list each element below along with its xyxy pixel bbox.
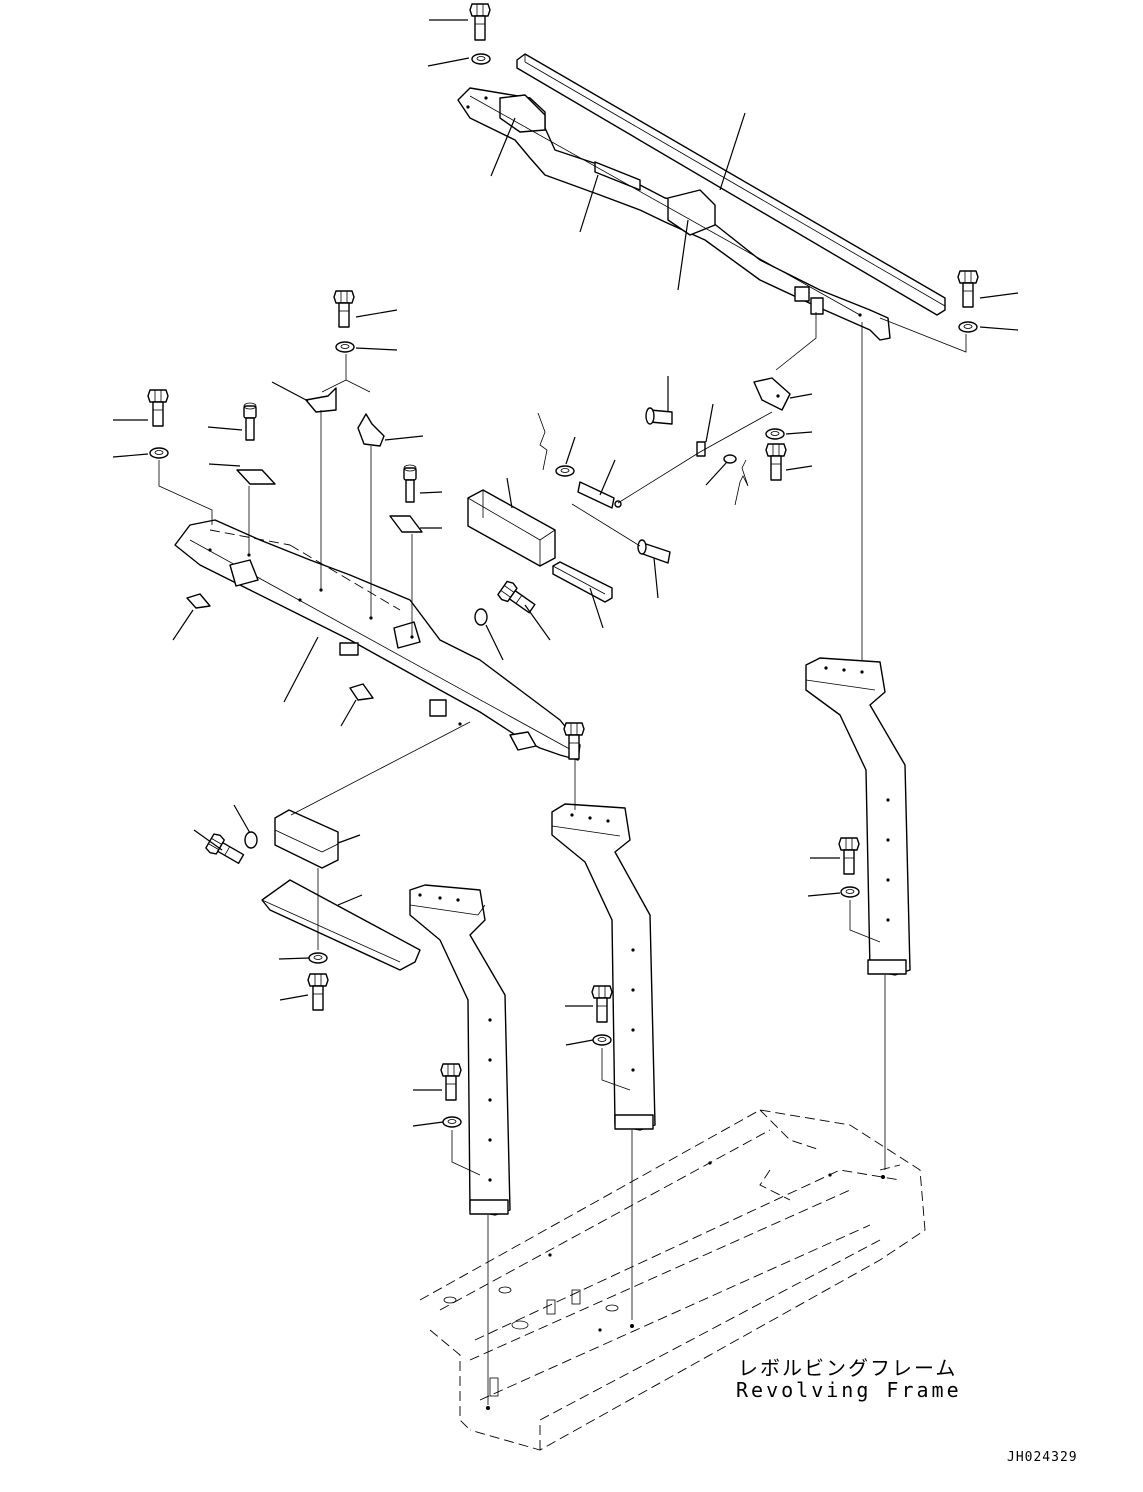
main-cross-beam	[172, 519, 581, 761]
post-left	[409, 884, 511, 1405]
link-pin-group	[537, 312, 817, 599]
revolving-frame	[419, 1109, 926, 1451]
middle-blocks	[467, 477, 613, 661]
frame-label-english: Revolving Frame	[736, 1378, 962, 1402]
frame-label-japanese: レボルビングフレーム	[738, 1356, 958, 1380]
post-middle	[551, 722, 656, 1320]
drawing-code: JH024329	[1007, 1450, 1078, 1465]
lower-left-brackets	[193, 721, 471, 1011]
top-rail-assembly	[427, 3, 1019, 353]
post-right	[805, 322, 911, 1170]
left-small-parts	[112, 290, 443, 637]
